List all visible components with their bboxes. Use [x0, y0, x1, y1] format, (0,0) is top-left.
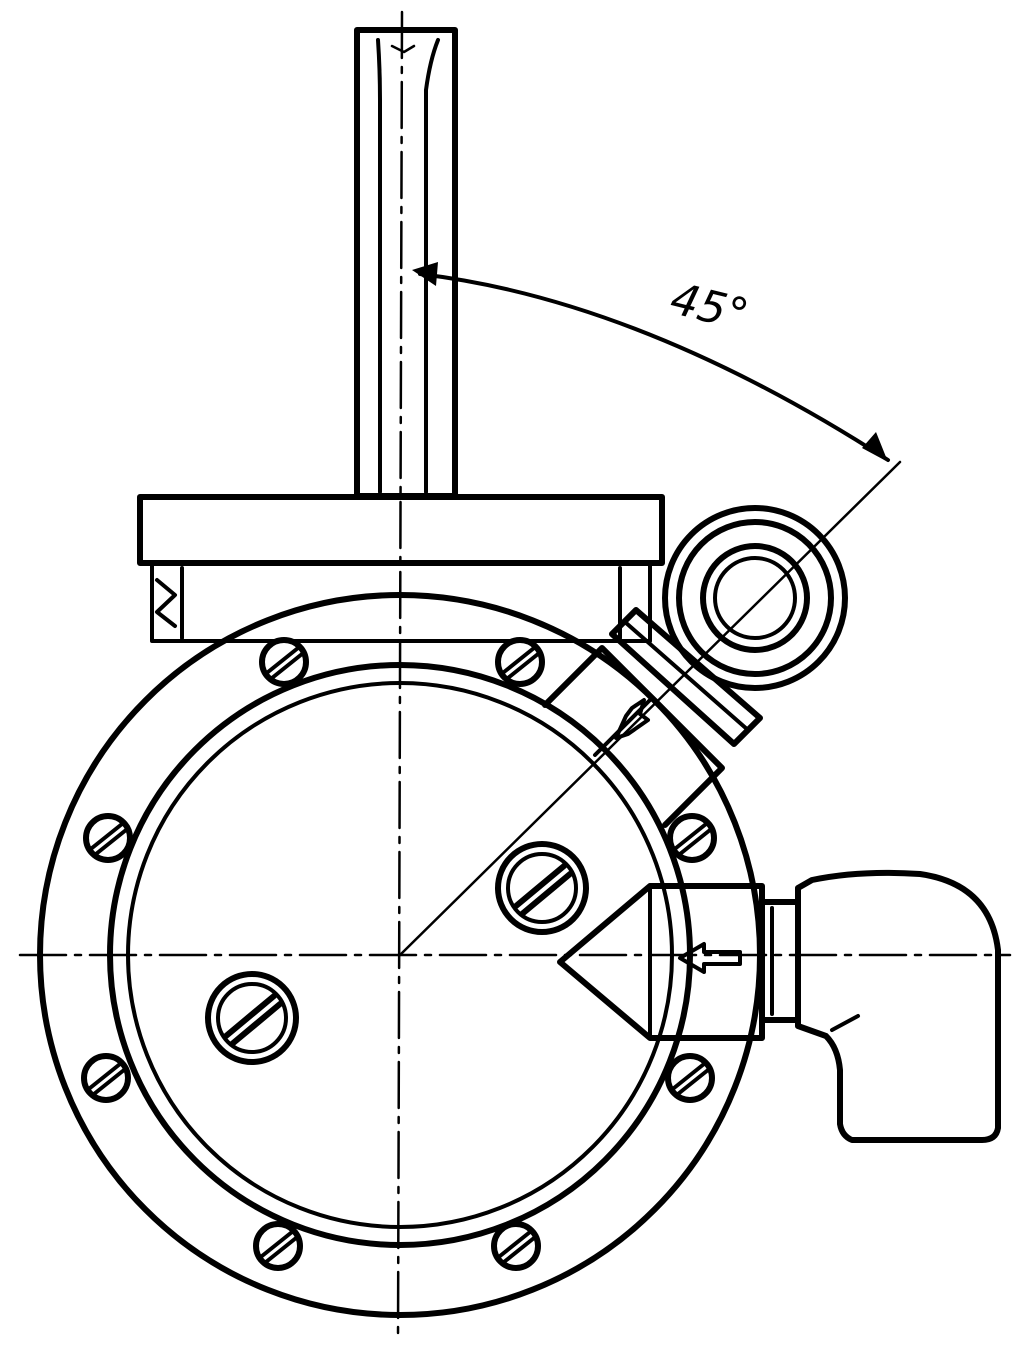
- diagonal-axis-line: [398, 460, 902, 957]
- flow-arrow-up-icon: [614, 698, 650, 740]
- flange-bore-circle: [126, 681, 674, 1229]
- vertical-center-line: [396, 10, 404, 1342]
- center-lines: [18, 10, 1012, 1342]
- large-screw-lower-left: [205, 971, 299, 1065]
- side-fitting-nut: [759, 899, 801, 1023]
- elbow-connector: [795, 869, 1001, 1143]
- upper-ring-fitting: [662, 505, 848, 691]
- bolt-hole: [665, 1053, 715, 1103]
- branch-body-outline: [542, 645, 725, 828]
- bolt-hole: [491, 1221, 541, 1271]
- bolt-hole: [83, 813, 133, 863]
- bolt-hole: [253, 1221, 303, 1271]
- plate-lower-block: [150, 561, 652, 643]
- stem-outer-outline: [354, 27, 458, 499]
- vertical-stem: [354, 27, 458, 499]
- flange-inner-circle: [107, 662, 693, 1248]
- ring-outer: [662, 505, 848, 691]
- stem-inner-wall-right: [424, 38, 440, 494]
- side-fitting: [557, 869, 1001, 1143]
- bolt-hole: [667, 813, 717, 863]
- elbow-mark: [830, 1014, 860, 1032]
- angle-dimension: 45°: [412, 262, 890, 462]
- flow-arrow-left-icon: [678, 942, 742, 974]
- branch-collar-line: [623, 620, 750, 732]
- ring-second: [676, 519, 834, 677]
- bolt-hole: [259, 637, 309, 687]
- flange-bolts: [81, 637, 717, 1271]
- branch-collar: [609, 607, 763, 747]
- ring-third: [700, 543, 810, 653]
- diagonal-branch: [398, 460, 902, 957]
- dimension-arc: [418, 272, 890, 462]
- bolt-hole: [495, 637, 545, 687]
- mounting-plate: [137, 494, 665, 643]
- stem-inner-wall-left: [376, 38, 382, 494]
- ring-bore: [713, 556, 797, 640]
- large-screw-upper-right: [495, 841, 589, 935]
- inner-screws: [205, 841, 589, 1065]
- bolt-hole: [81, 1053, 131, 1103]
- plate-left-fastener: [155, 578, 177, 628]
- angle-dimension-label: 45°: [665, 273, 753, 341]
- dimension-arrowhead-end: [862, 432, 888, 462]
- stem-top-mark: [390, 44, 416, 54]
- dimension-arrowhead-start: [412, 262, 438, 286]
